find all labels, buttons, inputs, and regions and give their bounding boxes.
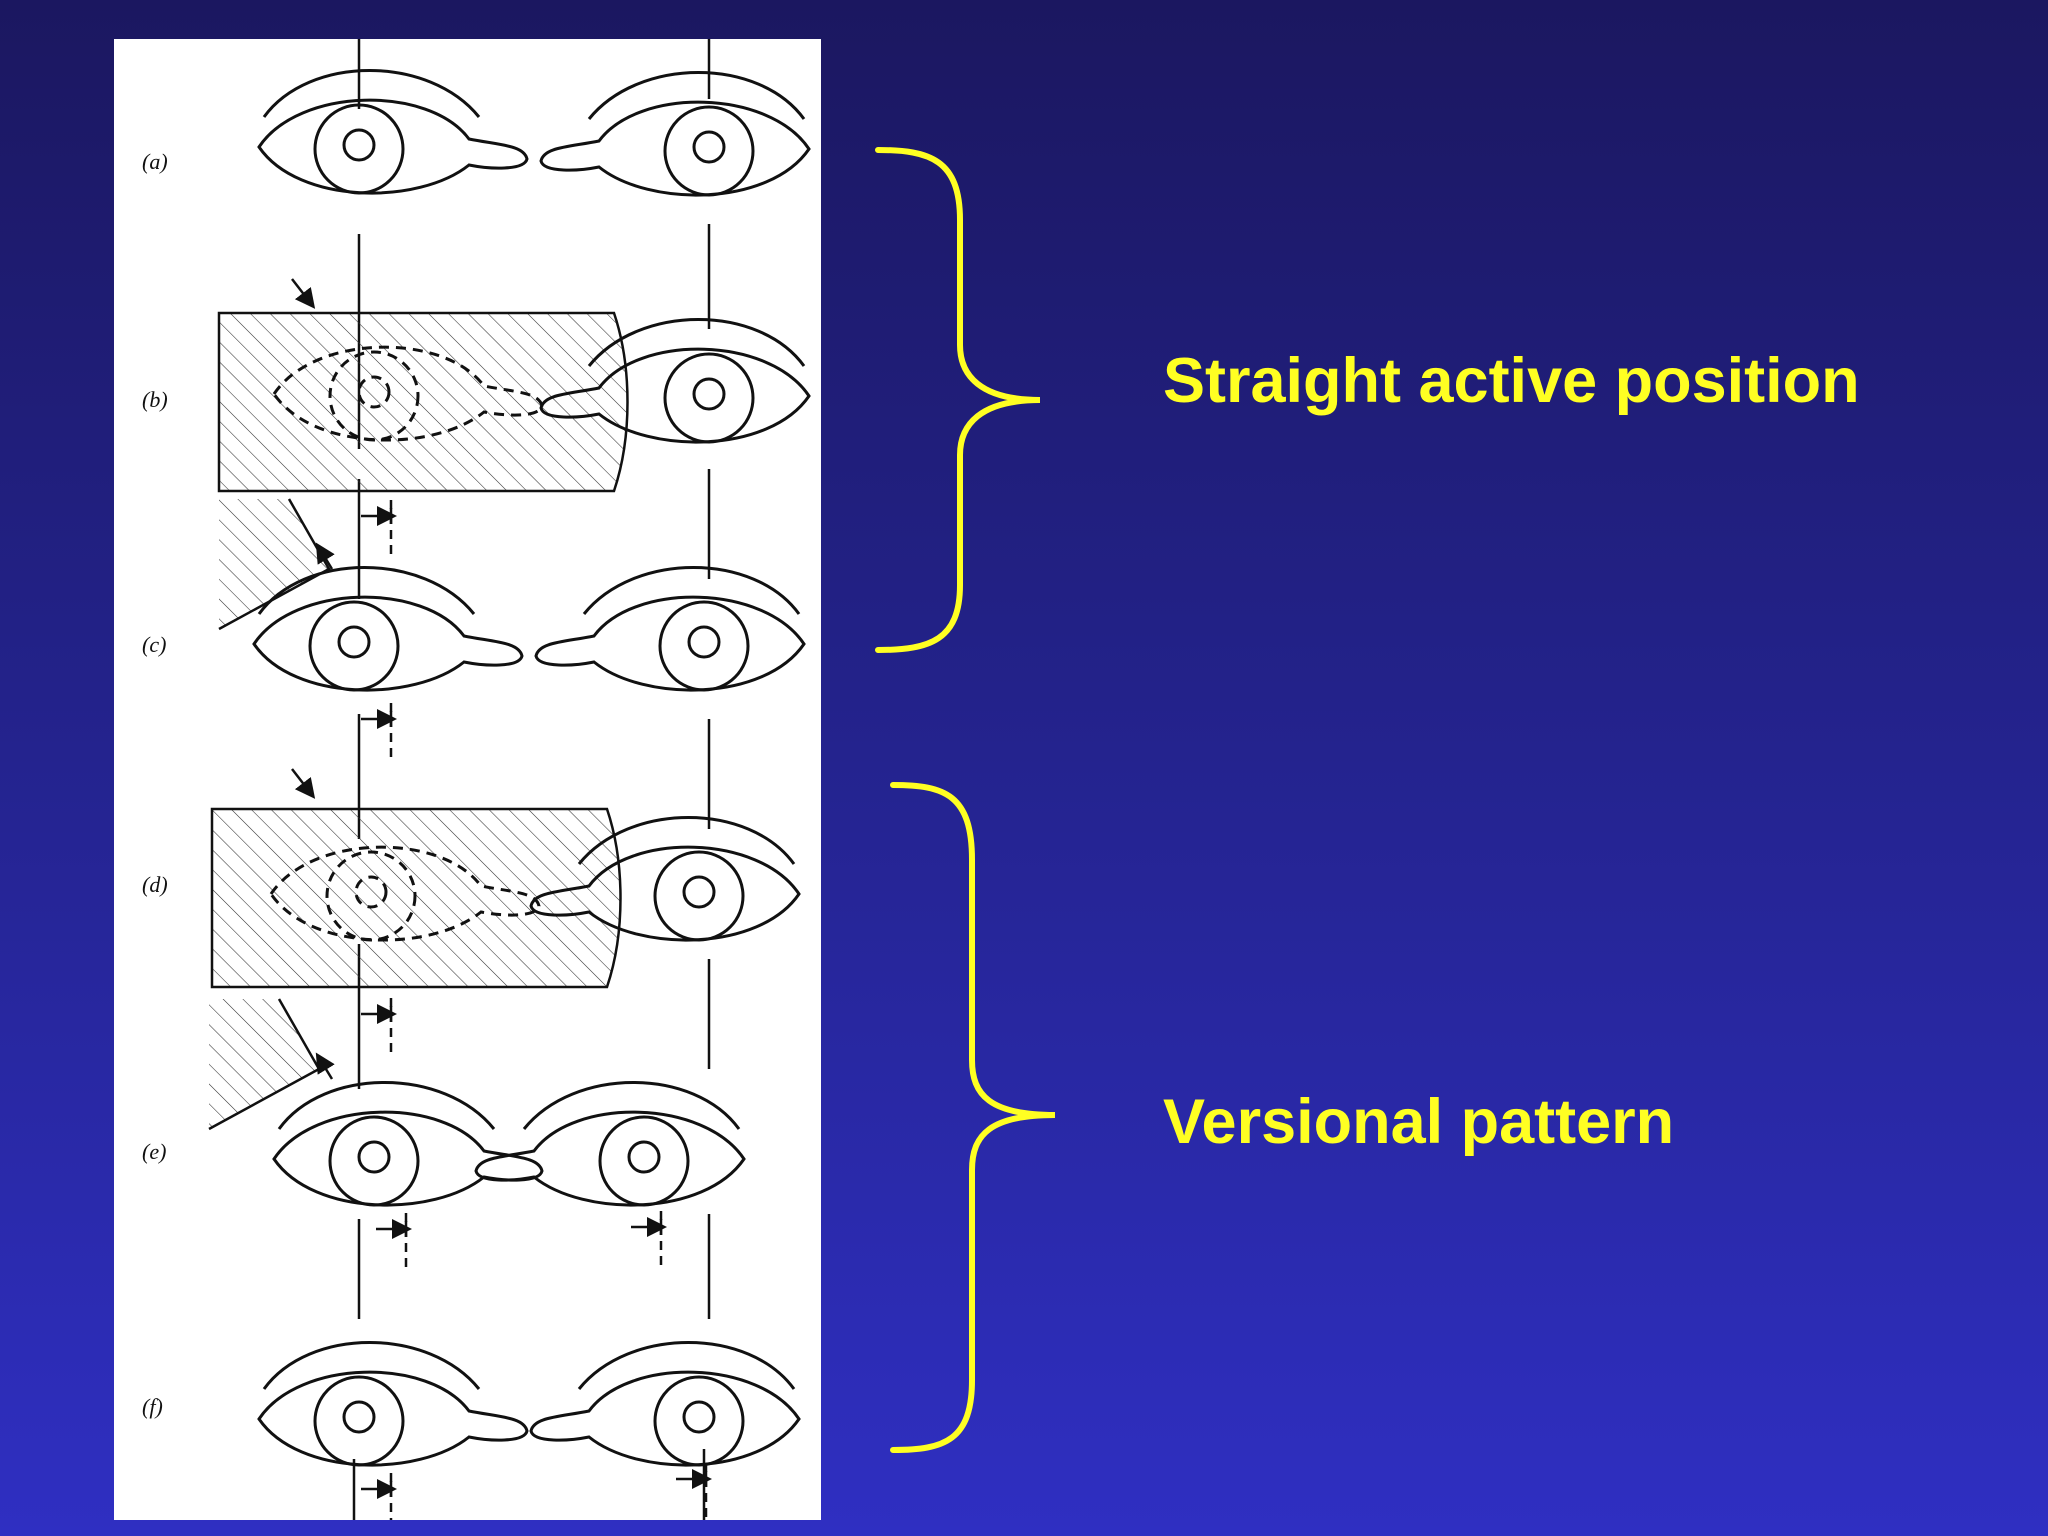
brow-crease — [587, 71, 806, 120]
brow-crease — [577, 1341, 796, 1390]
eyelid-outline — [269, 845, 541, 942]
pupil — [687, 625, 721, 659]
eyelid-outline — [474, 1110, 746, 1207]
iris — [663, 105, 755, 197]
eyelid-outline — [534, 595, 806, 692]
row-label-d: (d) — [142, 872, 168, 897]
iris — [653, 1375, 745, 1467]
pupil — [342, 128, 376, 162]
row-label-f: (f) — [142, 1394, 163, 1419]
eye-diagram-svg: (a) (b) (c) (d) (e) (f) — [142, 39, 811, 1520]
eyelid-outline — [272, 1110, 544, 1207]
eye-c-right — [534, 566, 806, 692]
pupil — [357, 375, 391, 409]
iris — [313, 1375, 405, 1467]
iris — [598, 1115, 690, 1207]
versional-pattern-label: Versional pattern — [1163, 1087, 1675, 1157]
occluder-e — [209, 999, 319, 1129]
eyelid-outline — [529, 1370, 801, 1467]
pupil — [692, 377, 726, 411]
pupil — [682, 875, 716, 909]
iris — [658, 600, 750, 692]
iris — [308, 600, 400, 692]
pupil — [692, 130, 726, 164]
row-label-c: (c) — [142, 632, 166, 657]
iris — [328, 1115, 420, 1207]
eyelid-outline — [257, 1370, 529, 1467]
bracket-straight-brace — [875, 147, 1041, 653]
brow-crease — [522, 1081, 741, 1130]
brow-crease — [577, 816, 796, 865]
eye-c-left — [252, 566, 524, 692]
eye-f-left — [257, 1341, 529, 1467]
eyelid-outline — [539, 347, 811, 444]
iris — [313, 103, 405, 195]
eye-a-right — [539, 71, 811, 197]
arrow-b — [291, 278, 316, 309]
occluder-c — [219, 499, 329, 629]
eye-a-left — [257, 69, 529, 195]
iris — [663, 352, 755, 444]
iris — [325, 850, 417, 942]
brow-crease — [277, 1081, 496, 1130]
pupil — [354, 875, 388, 909]
brow-crease — [587, 318, 806, 367]
pupil — [627, 1140, 661, 1174]
occluder-c-edge — [218, 498, 331, 631]
eyelid-outline — [529, 845, 801, 942]
bracket-versional-brace — [890, 782, 1056, 1453]
straight-active-position-label: Straight active position — [1163, 346, 1860, 416]
pupil — [682, 1400, 716, 1434]
brow-crease — [262, 69, 481, 118]
eye-e-left — [272, 1081, 544, 1207]
pupil — [342, 1400, 376, 1434]
eye-f-right — [529, 1341, 801, 1467]
eye-d-left-dashed — [269, 845, 541, 942]
pupil — [357, 1140, 391, 1174]
row-label-b: (b) — [142, 387, 168, 412]
iris — [653, 850, 745, 942]
brow-crease — [262, 1341, 481, 1390]
arrow-d — [291, 768, 316, 799]
arrow-e — [315, 1052, 335, 1080]
eye-b-right — [539, 318, 811, 444]
row-label-e: (e) — [142, 1139, 166, 1164]
eyelid-outline — [252, 595, 524, 692]
brow-crease — [257, 566, 476, 615]
eye-diagram-figure: (a) (b) (c) (d) (e) (f) — [114, 39, 821, 1520]
iris — [328, 350, 420, 442]
brow-crease — [582, 566, 801, 615]
row-label-a: (a) — [142, 149, 168, 174]
eyelid-outline — [257, 98, 529, 195]
pupil — [337, 625, 371, 659]
eye-d-right — [529, 816, 801, 942]
eye-e-right — [474, 1081, 746, 1207]
arrow-c — [315, 542, 335, 570]
eyelid-outline — [539, 100, 811, 197]
